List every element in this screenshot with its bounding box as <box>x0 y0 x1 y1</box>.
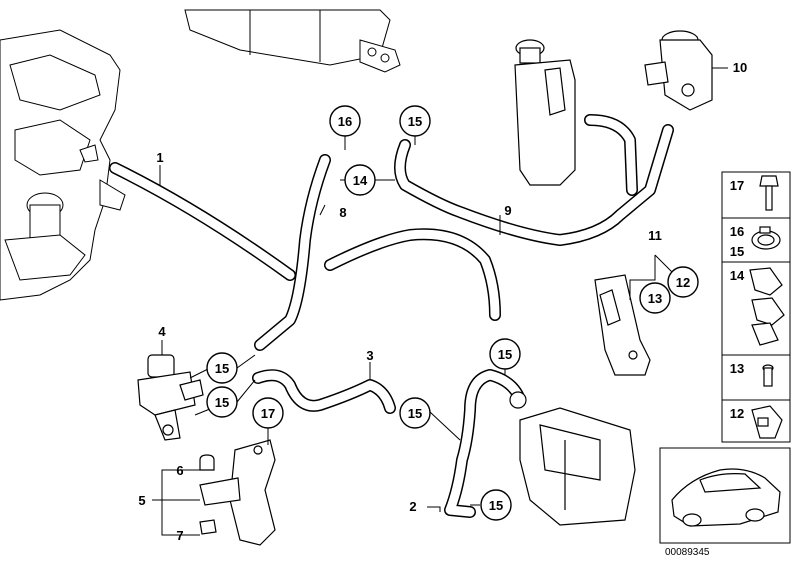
label-9: 9 <box>504 203 511 218</box>
label-4: 4 <box>158 324 166 339</box>
callout-15-hose3: 15 <box>399 397 431 429</box>
hose-part-1 <box>109 162 296 281</box>
callout-13: 13 <box>639 282 671 314</box>
legend-16: 16 <box>730 224 744 239</box>
legend-17: 17 <box>730 178 744 193</box>
svg-text:17: 17 <box>261 406 275 421</box>
callout-15-valve-bottom: 15 <box>206 386 238 418</box>
auxiliary-heater <box>509 391 636 526</box>
hose-part-3 <box>252 369 396 414</box>
svg-text:15: 15 <box>408 114 422 129</box>
svg-text:16: 16 <box>338 114 352 129</box>
label-10: 10 <box>733 60 747 75</box>
bracket-assembly <box>199 439 276 546</box>
label-3: 3 <box>366 348 373 363</box>
auxiliary-water-pump <box>644 30 728 111</box>
callout-12: 12 <box>667 266 699 298</box>
hose-clamp-icon <box>751 226 781 250</box>
legend-12: 12 <box>730 406 744 421</box>
clip-icon <box>751 405 783 439</box>
heater-unit <box>184 9 401 73</box>
clip-holder-icon <box>749 267 785 346</box>
callout-15-heater: 15 <box>489 338 521 370</box>
callout-17-bracket: 17 <box>252 397 284 429</box>
bolt-icon <box>759 175 779 211</box>
diagram-code: 00089345 <box>665 547 710 558</box>
callout-15-bottom: 15 <box>480 489 512 521</box>
hose-heater-lower <box>444 369 524 518</box>
legend-13: 13 <box>730 361 744 376</box>
label-8: 8 <box>339 205 346 220</box>
label-7: 7 <box>176 528 183 543</box>
callout-16-top: 16 <box>329 105 361 137</box>
label-5: 5 <box>138 493 145 508</box>
vehicle-thumbnail <box>659 447 791 544</box>
hose-part-9 <box>394 124 674 246</box>
svg-text:15: 15 <box>408 406 422 421</box>
label-1: 1 <box>156 150 163 165</box>
hose-part-8 <box>254 154 331 351</box>
svg-text:15: 15 <box>215 361 229 376</box>
hose-crossing <box>324 228 501 321</box>
svg-text:15: 15 <box>215 395 229 410</box>
engine-block <box>0 29 126 301</box>
parts-legend-panel: 17 16 15 14 13 12 <box>721 171 791 443</box>
svg-text:14: 14 <box>353 173 368 188</box>
svg-text:15: 15 <box>498 347 512 362</box>
label-2: 2 <box>409 499 416 514</box>
svg-text:15: 15 <box>489 498 503 513</box>
water-valve <box>137 340 204 441</box>
bracket-part-11 <box>594 274 651 376</box>
svg-text:12: 12 <box>676 275 690 290</box>
callout-15-top: 15 <box>399 105 431 137</box>
svg-text:13: 13 <box>648 291 662 306</box>
label-6: 6 <box>176 463 183 478</box>
expansion-tank <box>514 39 638 196</box>
callout-15-valve-top: 15 <box>206 352 238 384</box>
legend-14: 14 <box>730 268 745 283</box>
label-11: 11 <box>648 228 662 243</box>
legend-15: 15 <box>730 244 744 259</box>
callout-14: 14 <box>344 164 376 196</box>
screw-icon <box>762 364 774 387</box>
